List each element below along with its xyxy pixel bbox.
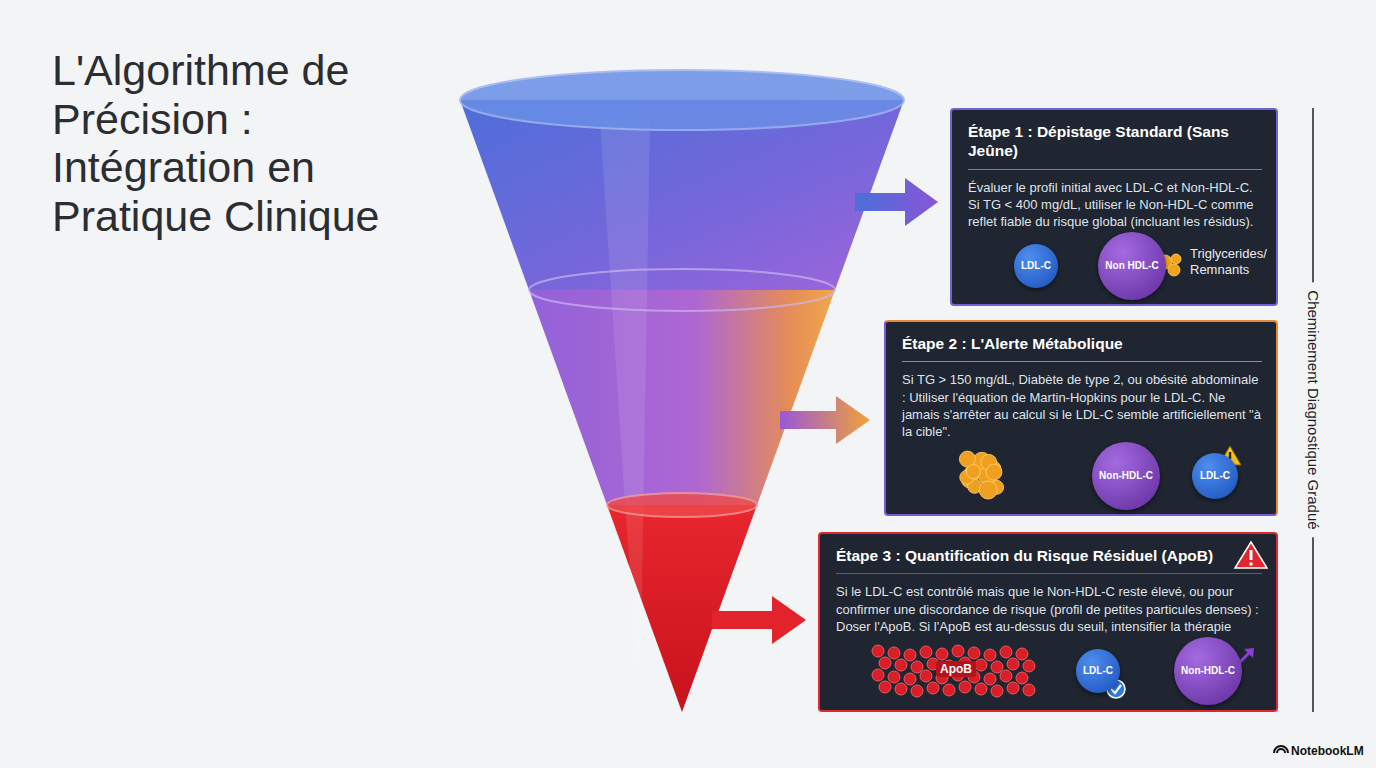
step-body: Si le LDL-C est contrôlé mais que le Non… (836, 583, 1262, 634)
marker-circle: LDL-C (1076, 649, 1120, 693)
icon-row: Non-HDL-C LDL-C (902, 446, 1262, 506)
marker-circle: Non-HDL-C (1174, 637, 1242, 705)
step-body: Évaluer le profil initial avec LDL-C et … (968, 179, 1262, 230)
title: L'Algorithme de Précision : Intégration … (52, 46, 442, 240)
marker-text: LDL-C (1081, 666, 1115, 677)
step-box: Étape 3 : Quantification du Risque Résid… (818, 532, 1278, 712)
marker-text: Non HDL-C (1103, 261, 1160, 272)
heading-rule (968, 169, 1262, 170)
icon-row: LDL-C Non-HDL-C ApoB (836, 641, 1262, 701)
step-box: Étape 1 : Dépistage Standard (Sans Jeûne… (950, 108, 1278, 306)
step-heading: Étape 3 : Quantification du Risque Résid… (836, 546, 1262, 565)
apob-label: ApoB (936, 661, 976, 677)
marker-circle: LDL-C (1192, 453, 1238, 499)
step-heading: Étape 2 : L'Alerte Métabolique (902, 334, 1262, 353)
heading-rule (836, 573, 1262, 574)
legend-text: Triglycerides/ Remnants (1190, 246, 1282, 277)
alert-icon (1234, 540, 1268, 570)
marker-text: Non-HDL-C (1179, 666, 1237, 677)
step-box: Étape 2 : L'Alerte Métabolique Si TG > 15… (884, 320, 1278, 516)
marker-text: Non-HDL-C (1097, 471, 1155, 482)
marker-circle: LDL-C (1014, 244, 1058, 288)
marker-text: LDL-C (1019, 261, 1053, 272)
icon-row: LDL-CNon HDL-CTriglycerides/ Remnants (968, 236, 1262, 296)
step-body: Si TG > 150 mg/dL, Diabète de type 2, ou… (902, 371, 1262, 440)
marker-text: LDL-C (1198, 471, 1232, 482)
particle-cluster (942, 446, 1022, 506)
heading-rule (902, 361, 1262, 362)
marker-circle: Non HDL-C (1098, 232, 1166, 300)
marker-circle: Non-HDL-C (1092, 442, 1160, 510)
step-heading: Étape 1 : Dépistage Standard (Sans Jeûne… (968, 122, 1262, 161)
watermark: NotebookLM (1291, 744, 1364, 758)
side-label: Cheminement Diagnostique Gradué (1305, 282, 1322, 537)
